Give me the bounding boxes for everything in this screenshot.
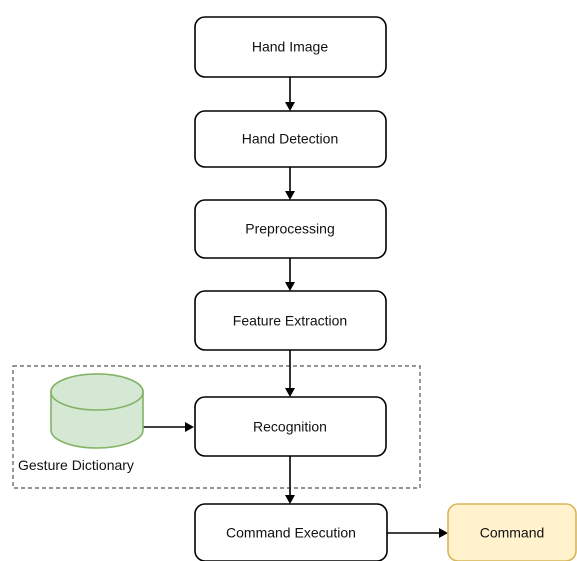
node-command-execution-label: Command Execution: [226, 525, 356, 541]
node-feature-extraction-label: Feature Extraction: [233, 313, 347, 329]
node-hand-detection-label: Hand Detection: [242, 131, 339, 147]
arrow-preprocessing-to-feature-extraction: [285, 258, 295, 291]
node-command-label: Command: [480, 525, 545, 541]
arrow-recognition-to-command-execution: [285, 456, 295, 504]
node-hand-image: Hand Image: [194, 16, 387, 78]
arrow-hand-detection-to-preprocessing: [285, 167, 295, 200]
node-preprocessing: Preprocessing: [194, 199, 387, 259]
arrow-feature-extraction-to-recognition: [285, 350, 295, 397]
recognition-group-boundary: [12, 365, 421, 489]
node-hand-image-label: Hand Image: [252, 39, 328, 55]
node-recognition-label: Recognition: [253, 419, 327, 435]
node-hand-detection: Hand Detection: [194, 110, 387, 168]
node-preprocessing-label: Preprocessing: [245, 221, 335, 237]
node-command: Command: [447, 503, 577, 561]
node-feature-extraction: Feature Extraction: [194, 290, 387, 351]
gesture-dictionary-label: Gesture Dictionary: [18, 457, 134, 473]
arrow-command-execution-to-command: [387, 528, 448, 538]
arrow-hand-image-to-hand-detection: [285, 77, 295, 111]
arrow-gesture-dictionary-to-recognition: [143, 422, 194, 432]
gesture-dictionary-database-icon: [50, 373, 144, 449]
node-command-execution: Command Execution: [194, 503, 388, 561]
node-recognition: Recognition: [194, 396, 387, 457]
